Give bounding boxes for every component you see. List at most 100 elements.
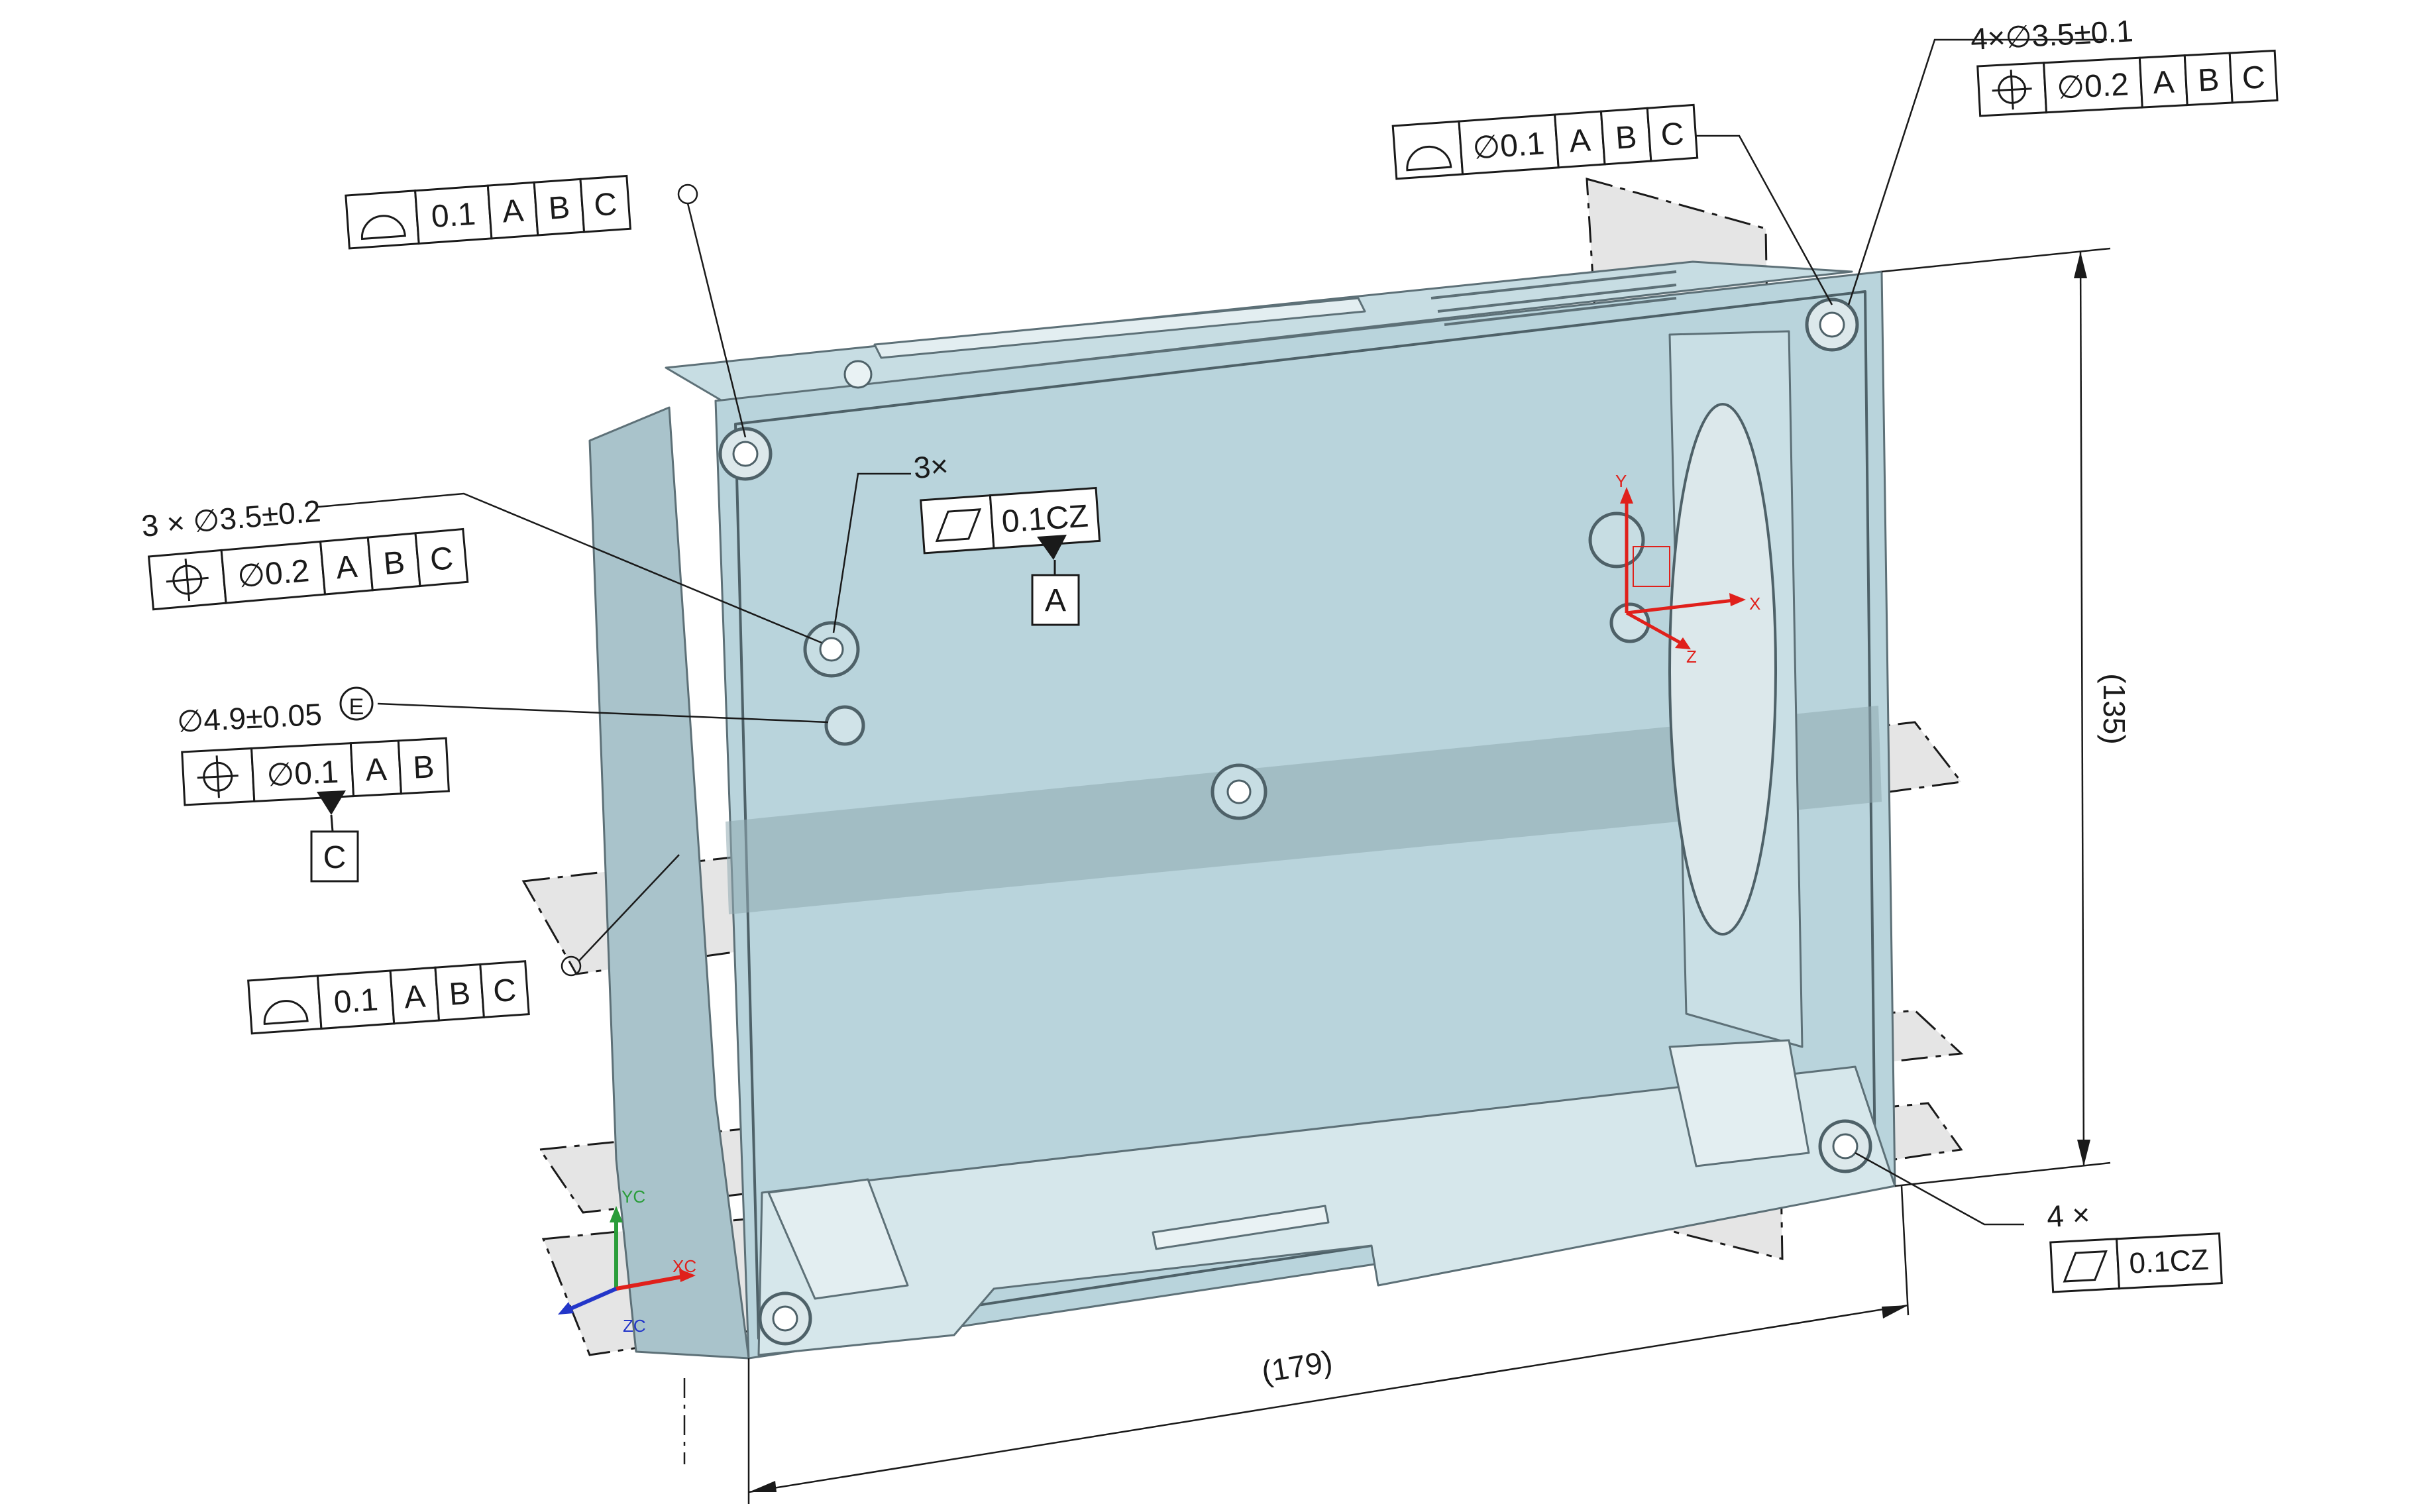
- leader-left-holes: [317, 492, 822, 644]
- fcf-top-center-datum-1: A: [1568, 123, 1592, 159]
- world-csys-y-label: YC: [621, 1187, 645, 1207]
- fcf-top-right-datum-3: C: [2241, 60, 2266, 96]
- fcf-left-holes-datum-3: C: [429, 541, 455, 578]
- fcf-top-center-datum-3-cell: [1646, 103, 1699, 162]
- top-hole[interactable]: [843, 360, 873, 389]
- locating-pin-right[interactable]: [1609, 602, 1650, 643]
- world-csys-z-axis: [562, 1287, 618, 1314]
- datum-a-triangle: [1037, 535, 1067, 560]
- part-bottom-slot: [1152, 1205, 1330, 1250]
- fcf-top-right[interactable]: ∅0.2 A B C: [1976, 49, 2279, 117]
- part-csys-z-arrow: [1675, 637, 1691, 649]
- datum-c-label: C: [323, 840, 347, 875]
- datum-a-box[interactable]: [1031, 574, 1080, 626]
- width-extension-right: [1900, 1185, 1910, 1316]
- fcf-left-pin[interactable]: ∅0.1 A B: [181, 737, 450, 806]
- fcf-left-holes[interactable]: ∅0.2 A B C: [147, 527, 469, 611]
- flatness-icon: [935, 508, 982, 543]
- fcf-top-left-tolerance: 0.1: [430, 197, 476, 235]
- datum-a-label: A: [1045, 583, 1066, 618]
- part-shade-band: [726, 706, 1882, 914]
- datum-c-box[interactable]: [310, 830, 359, 883]
- world-csys-x-label: XC: [673, 1256, 696, 1276]
- note-bottom-right-qty[interactable]: 4 ×: [2046, 1197, 2091, 1234]
- fcf-left-holes-datum-3-cell: [414, 527, 469, 588]
- world-csys-y-arrow: [610, 1206, 623, 1222]
- height-extension-bottom: [1894, 1161, 2111, 1187]
- profile-surface-icon: [1406, 146, 1452, 172]
- part-body[interactable]: [588, 260, 1896, 1360]
- fcf-left-holes-datum-2: B: [382, 545, 407, 582]
- fcf-left-bottom[interactable]: 0.1 A B C: [247, 960, 530, 1035]
- fcf-left-bottom-symbol-cell: [247, 975, 323, 1035]
- height-extension-top: [1881, 247, 2111, 273]
- flatness-icon: [2063, 1250, 2108, 1283]
- corner-hole-bottom-right-inner: [1832, 1133, 1859, 1160]
- mount-hole-right[interactable]: [1588, 512, 1645, 568]
- envelope-modifier-letter: E: [349, 694, 364, 720]
- note-top-right-qty[interactable]: 4×∅3.5±0.1: [1970, 13, 2134, 56]
- fcf-left-pin-datum-2-cell: [397, 737, 450, 795]
- width-arrow-left: [749, 1481, 777, 1492]
- fcf-left-pin-tolerance: ∅0.1: [266, 755, 339, 794]
- fcf-bottom-right-flatness[interactable]: 0.1CZ: [2049, 1232, 2223, 1293]
- fcf-left-bottom-datum-3-cell: [479, 960, 530, 1018]
- leader-origin-top-left: [677, 184, 698, 205]
- profile-surface-icon: [263, 1000, 309, 1026]
- datum-c-stem: [330, 814, 334, 832]
- corner-hole-bottom-left-inner: [772, 1305, 798, 1332]
- part-csys-y-label: Y: [1615, 471, 1627, 491]
- part-vent-3: [1444, 297, 1677, 326]
- fcf-center-symbol-cell: [920, 494, 995, 555]
- part-csys-box: [1633, 546, 1670, 587]
- fcf-top-left-datum-3: C: [593, 187, 618, 223]
- fcf-left-pin-datum-1: A: [364, 752, 388, 788]
- leader-left-bottom: [578, 854, 680, 961]
- mount-hole-left-inner: [819, 637, 844, 662]
- locating-pin-left[interactable]: [824, 705, 865, 746]
- part-csys-z-axis: [1625, 611, 1688, 648]
- fcf-top-left-datum-1: A: [501, 193, 525, 230]
- note-center-qty[interactable]: 3×: [912, 448, 949, 485]
- part-vent-2: [1437, 284, 1677, 313]
- height-dimension-text[interactable]: (135): [2097, 673, 2131, 744]
- part-inner-rail-right: [1668, 1039, 1810, 1167]
- leader-lines: [317, 38, 2107, 1226]
- part-csys[interactable]: Y X Z: [1615, 471, 1760, 667]
- part-slot: [1668, 403, 1777, 936]
- position-icon-v: [2010, 70, 2014, 110]
- leader-bottom-right: [1855, 1152, 2024, 1226]
- position-icon-v: [184, 559, 191, 602]
- fcf-center-flatness[interactable]: 0.1CZ: [920, 486, 1101, 555]
- corner-hole-top-right-inner: [1819, 311, 1845, 338]
- fcf-left-pin-datum-2: B: [412, 749, 435, 786]
- world-csys-x-arrow: [679, 1269, 696, 1282]
- world-csys-x-axis: [616, 1273, 690, 1291]
- world-csys[interactable]: YC XC ZC: [558, 1187, 696, 1336]
- fcf-top-center[interactable]: ∅0.1 A B C: [1391, 103, 1699, 180]
- note-left-pin-size[interactable]: ∅4.9±0.05: [176, 697, 323, 739]
- fcf-bottom-right-tol-cell: [2116, 1232, 2223, 1290]
- height-arrow-bottom: [2077, 1140, 2090, 1166]
- fcf-top-right-datum-3-cell: [2228, 49, 2279, 104]
- note-left-holes-qty[interactable]: 3 × ∅3.5±0.2: [140, 494, 322, 543]
- corner-hole-top-left-inner: [732, 441, 759, 467]
- world-csys-z-arrow: [558, 1302, 574, 1315]
- fcf-center-tolerance: 0.1CZ: [1000, 499, 1089, 540]
- fcf-left-holes-tolerance: ∅0.2: [236, 553, 311, 594]
- leader-center-qty: [832, 472, 911, 633]
- fcf-top-left[interactable]: 0.1 A B C: [345, 174, 632, 250]
- mount-hole-center-inner: [1226, 779, 1252, 804]
- fcf-top-left-symbol-cell: [345, 189, 420, 250]
- part-csys-z-label: Z: [1686, 647, 1697, 667]
- position-icon-v: [215, 755, 220, 798]
- fcf-left-bottom-datum-1: A: [403, 979, 427, 1015]
- fcf-top-center-tolerance: ∅0.1: [1472, 126, 1546, 166]
- fcf-top-left-datum-2: B: [547, 190, 571, 227]
- part-inner-rail-left: [767, 1178, 909, 1300]
- fcf-left-holes-datum-1: A: [335, 549, 359, 586]
- width-dimension-text[interactable]: (179): [1259, 1344, 1334, 1389]
- height-arrow-top: [2074, 252, 2087, 278]
- leader-top-right: [1847, 38, 2107, 305]
